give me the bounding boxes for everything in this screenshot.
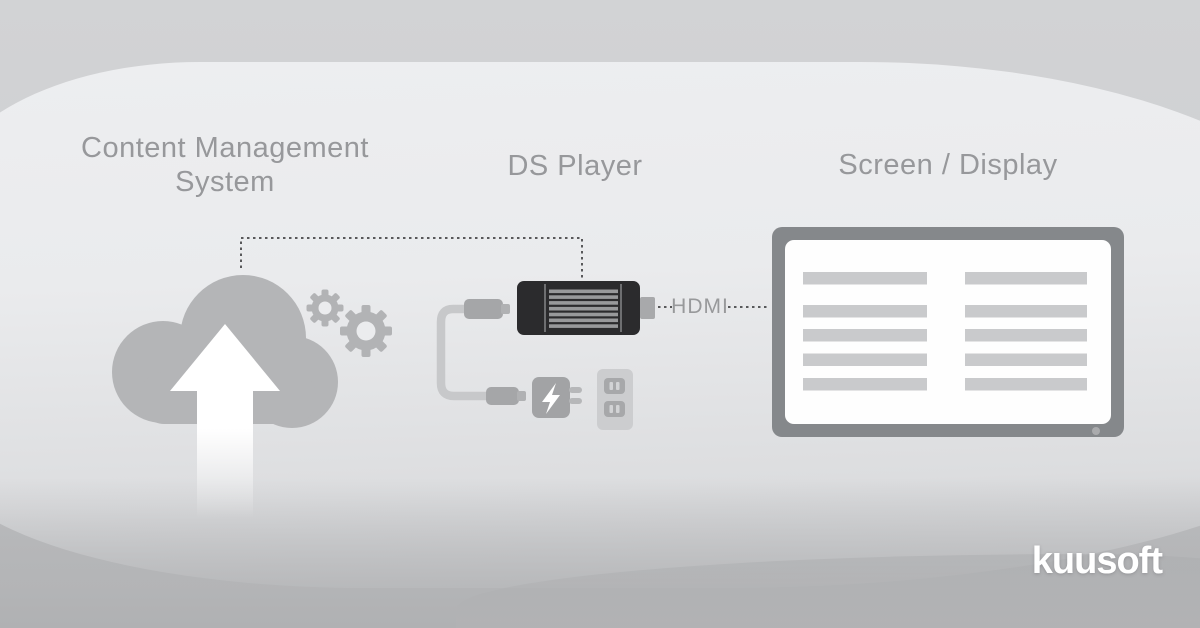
cms-label-line2: System [175, 166, 275, 198]
hdmi-connector [640, 297, 655, 319]
upload-arrow-head [170, 324, 280, 391]
wall-outlet-icon [597, 369, 633, 430]
power-led-icon [1092, 427, 1100, 435]
upload-arrow-shaft [197, 390, 253, 518]
lightning-bolt-icon [542, 383, 560, 414]
stick-vents [549, 289, 618, 328]
screen-display-label: Screen / Display [838, 149, 1058, 181]
usb-cable-icon [436, 299, 526, 405]
gears-icon [306, 289, 392, 357]
ds-player-label: DS Player [507, 150, 643, 182]
hdmi-connection-label: HDMI [671, 295, 729, 318]
screen-content-bars [803, 272, 1087, 391]
hdmi-stick-icon [517, 281, 655, 335]
display-icon [772, 227, 1124, 437]
brand-logo: kuusoft [1031, 540, 1163, 582]
cms-label-line1: Content Management [81, 132, 369, 164]
cloud-upload-icon [112, 275, 338, 518]
cloud-to-player-dotted-connector [240, 237, 583, 279]
cms-label: Content Management System [75, 131, 375, 199]
power-adapter-icon [532, 377, 582, 418]
